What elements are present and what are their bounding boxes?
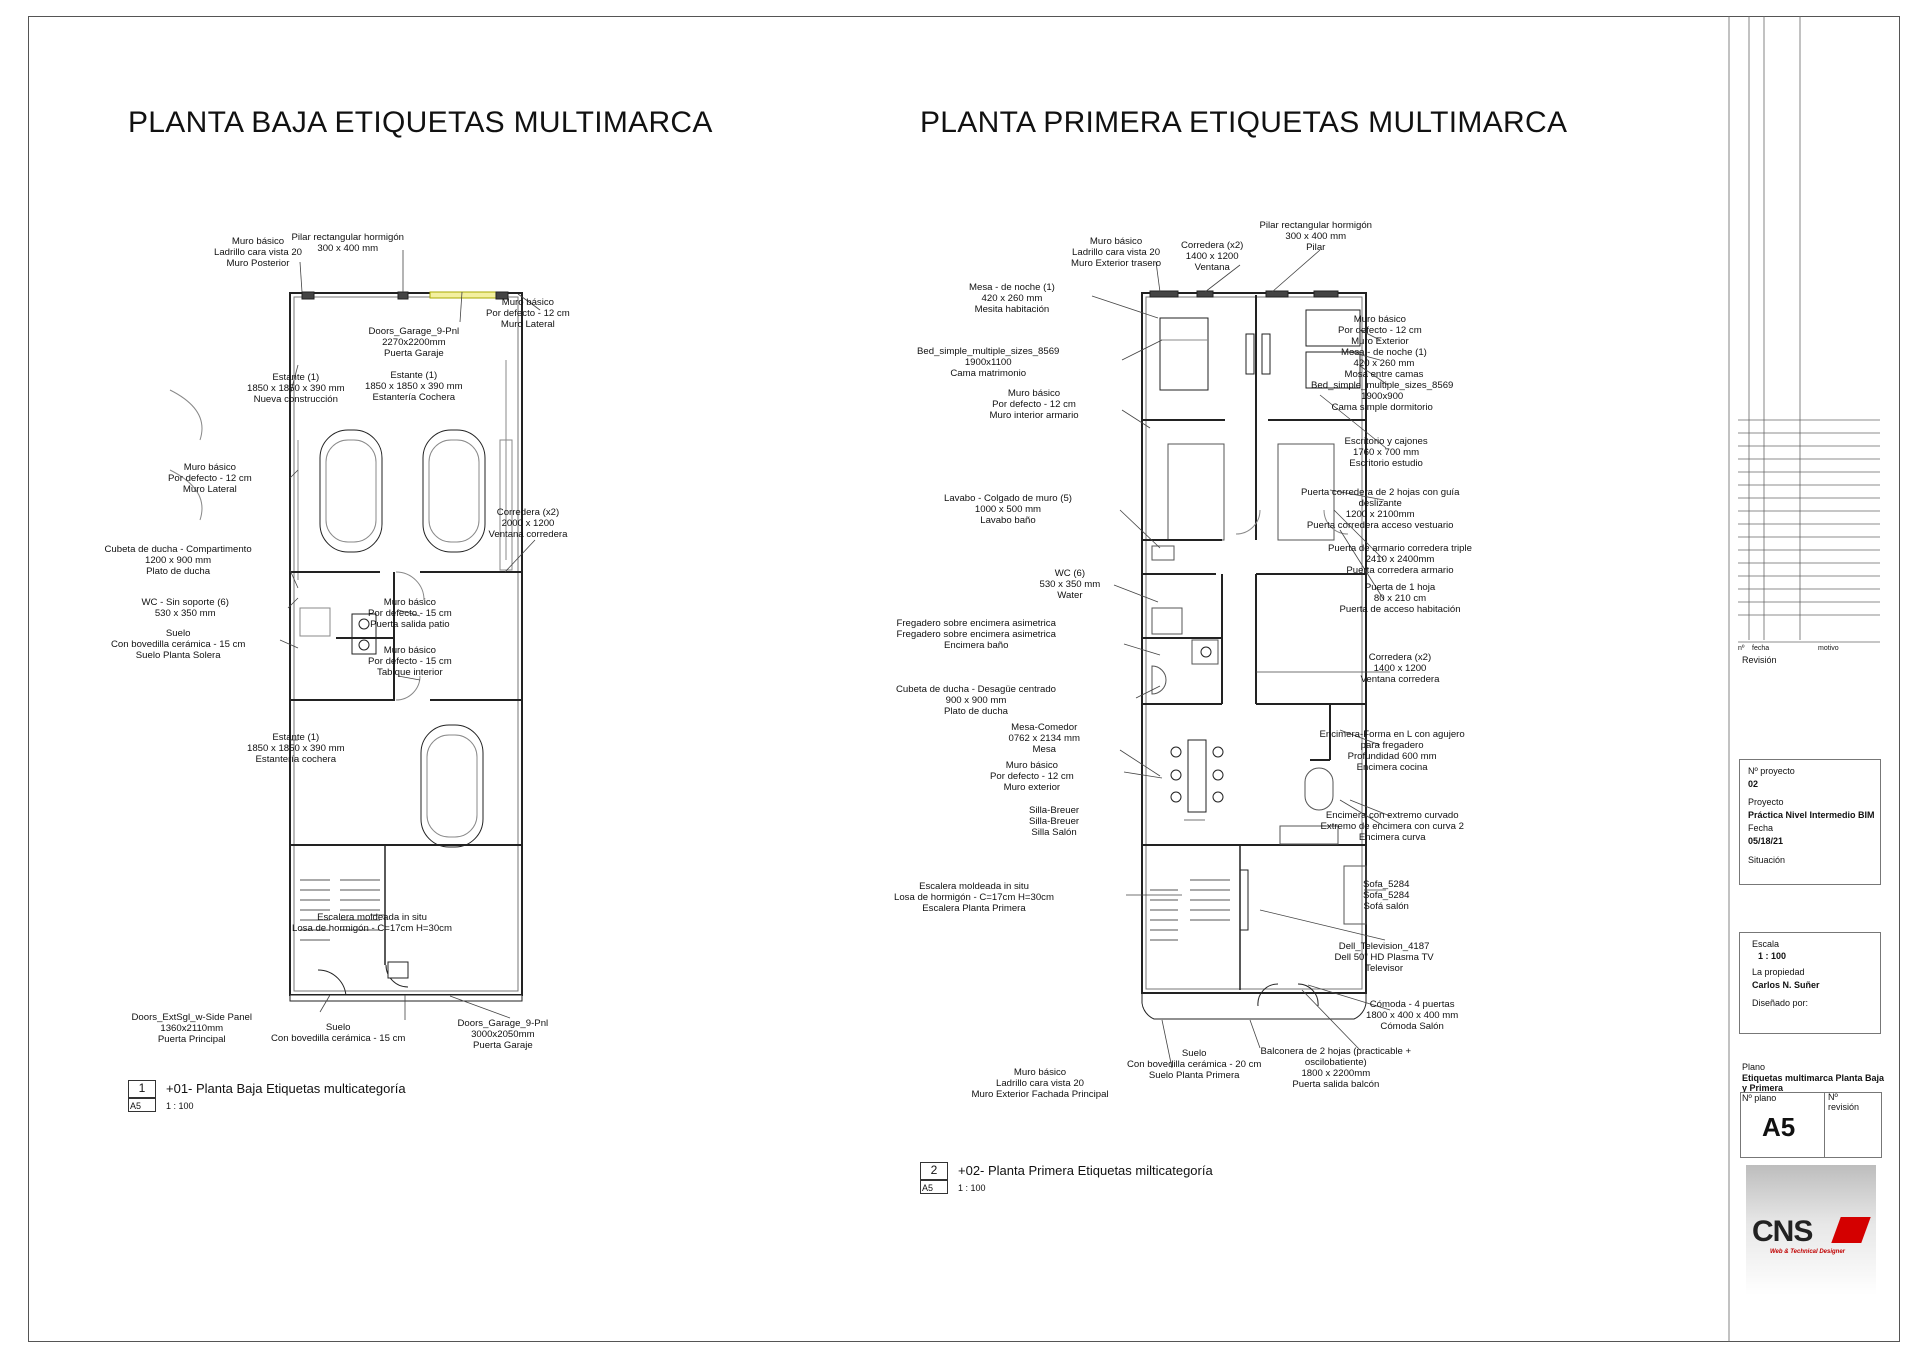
view-scale-1: 1 : 100 bbox=[166, 1101, 194, 1111]
owner-value: Carlos N. Suñer bbox=[1752, 980, 1820, 990]
label-silla-salon: Silla-Breuer Silla-Breuer Silla Salón bbox=[1029, 805, 1080, 838]
label-mesita-habitacion: Mesa - de noche (1) 420 x 260 mm Mesita … bbox=[969, 282, 1055, 315]
label-puerta-garaje-top: Doors_Garage_9-Pnl 2270x2200mm Puerta Ga… bbox=[368, 326, 460, 359]
label-estante-nueva: Estante (1) 1850 x 1850 x 390 mm Nueva c… bbox=[247, 372, 345, 405]
view-number-1: 1 bbox=[128, 1080, 156, 1098]
view-scale-2: 1 : 100 bbox=[958, 1183, 986, 1193]
plan-number-box bbox=[1740, 1092, 1882, 1158]
label-suelo-planta-primera: Suelo Con bovedilla cerámica - 20 cm Sue… bbox=[1127, 1048, 1262, 1081]
label-muro-exterior-comedor: Muro básico Por defecto - 12 cm Muro ext… bbox=[990, 760, 1074, 793]
revision-no-label: Nº revisión bbox=[1828, 1092, 1860, 1112]
label-sofa-salon: Sofa_5284 Sofa_5284 Sofá salón bbox=[1363, 879, 1410, 912]
label-cama-matrimonio: Bed_simple_multiple_sizes_8569 1900x1100… bbox=[917, 346, 1060, 379]
label-muro-posterior: Muro básico Ladrillo cara vista 20 Muro … bbox=[214, 236, 302, 269]
label-corredera-ventana: Corredera (x2) 2000 x 1200 Ventana corre… bbox=[488, 507, 568, 540]
label-wc-sin-soporte: WC - Sin soporte (6) 530 x 350 mm bbox=[141, 597, 229, 619]
label-ventana-corredera: Corredera (x2) 1400 x 1200 Ventana corre… bbox=[1360, 652, 1440, 685]
plan-label: Plano bbox=[1742, 1062, 1766, 1072]
label-puerta-vestuario: Puerta corredera de 2 hojas con guía des… bbox=[1301, 487, 1460, 531]
revision-label: Revisión bbox=[1742, 655, 1777, 665]
title-block-lines bbox=[1728, 16, 1880, 1342]
label-plato-ducha: Cubeta de ducha - Desagüe centrado 900 x… bbox=[896, 684, 1057, 717]
title-ground-floor: PLANTA BAJA ETIQUETAS MULTIMARCA bbox=[128, 106, 713, 139]
label-suelo-solera: Suelo Con bovedilla cerámica - 15 cm Sue… bbox=[111, 628, 246, 661]
project-name: Práctica Nivel Intermedio BIM bbox=[1748, 810, 1875, 820]
project-no-label: Nº proyecto bbox=[1748, 766, 1795, 776]
label-estanteria-cochera: Estante (1) 1850 x 1850 x 390 mm Estante… bbox=[247, 732, 345, 765]
label-puerta-patio: Muro básico Por defecto - 15 cm Puerta s… bbox=[368, 597, 452, 630]
logo-text: CNS bbox=[1752, 1215, 1813, 1248]
label-suelo-planta-baja: Suelo Con bovedilla cerámica - 15 cm bbox=[271, 1022, 406, 1044]
sheet-number: A5 bbox=[1762, 1112, 1796, 1142]
drawing-sheet-border bbox=[28, 16, 1900, 1342]
label-ducha-compartimento: Cubeta de ducha - Compartimento 1200 x 9… bbox=[104, 544, 252, 577]
view-sheet-box-1 bbox=[128, 1098, 156, 1112]
label-puerta-habitacion: Puerta de 1 hoja 80 x 210 cm Puerta de a… bbox=[1339, 582, 1461, 615]
label-televisor: Dell_Television_4187 Dell 50" HD Plasma … bbox=[1334, 941, 1434, 974]
label-escalera-primera: Escalera moldeada in situ Losa de hormig… bbox=[894, 881, 1054, 914]
plan-no-label: Nº plano bbox=[1742, 1093, 1777, 1103]
view-number-2: 2 bbox=[920, 1162, 948, 1180]
date-label: Fecha bbox=[1748, 823, 1774, 833]
revision-col-reason: motivo bbox=[1818, 645, 1839, 652]
label-muro-interior-armario: Muro básico Por defecto - 12 cm Muro int… bbox=[989, 388, 1079, 421]
label-escalera: Escalera moldeada in situ Losa de hormig… bbox=[292, 912, 452, 934]
revision-col-date: fecha bbox=[1752, 645, 1770, 652]
view-title-1: +01- Planta Baja Etiquetas multicategorí… bbox=[166, 1081, 406, 1096]
view-sheet-box-2 bbox=[920, 1180, 948, 1194]
scale-label: Escala bbox=[1752, 939, 1780, 949]
revision-col-no: nº bbox=[1738, 645, 1745, 652]
scale-owner-box bbox=[1739, 932, 1881, 1034]
logo-subtitle: Web & Technical Designer bbox=[1770, 1249, 1846, 1255]
label-lavabo: Lavabo - Colgado de muro (5) 1000 x 500 … bbox=[944, 493, 1072, 526]
label-comoda-salon: Cómoda - 4 puertas 1800 x 400 x 400 mm C… bbox=[1366, 999, 1459, 1032]
label-muro-lateral-left: Muro básico Por defecto - 12 cm Muro Lat… bbox=[168, 462, 252, 495]
first-floor-plan bbox=[1141, 290, 1367, 1020]
date-value: 05/18/21 bbox=[1748, 836, 1784, 846]
owner-label: La propiedad bbox=[1752, 967, 1805, 977]
plan-name: Etiquetas multimarca Planta Baja y Prime… bbox=[1742, 1073, 1885, 1093]
label-puerta-balcon: Balconera de 2 hojas (practicable + osci… bbox=[1260, 1046, 1412, 1090]
label-puerta-armario: Puerta de armario corredera triple 2410 … bbox=[1328, 543, 1472, 576]
project-label: Proyecto bbox=[1748, 797, 1784, 807]
company-logo: CNS Web & Technical Designer bbox=[1746, 1165, 1876, 1295]
view-title-2: +02- Planta Primera Etiquetas milticateg… bbox=[958, 1163, 1213, 1178]
label-pilar: Pilar rectangular hormigón 300 x 400 mm bbox=[291, 232, 405, 254]
label-encimera-bano: Fregadero sobre encimera asimetrica Freg… bbox=[896, 618, 1056, 651]
label-corredera-ventana-top: Corredera (x2) 1400 x 1200 Ventana bbox=[1181, 240, 1244, 273]
label-tabique-interior: Muro básico Por defecto - 15 cm Tabique … bbox=[368, 645, 452, 678]
scale-value: 1 : 100 bbox=[1758, 951, 1787, 961]
label-cama-simple: Bed_simple_multiple_sizes_8569 1900x900 … bbox=[1311, 380, 1454, 413]
label-puerta-principal: Doors_ExtSgl_w-Side Panel 1360x2110mm Pu… bbox=[131, 1012, 253, 1045]
label-muro-lateral-right: Muro básico Por defecto - 12 cm Muro Lat… bbox=[486, 297, 570, 330]
label-muro-fachada-principal: Muro básico Ladrillo cara vista 20 Muro … bbox=[971, 1067, 1109, 1100]
situation-label: Situación bbox=[1748, 855, 1786, 865]
label-escritorio: Escritorio y cajones 1760 x 700 mm Escri… bbox=[1344, 436, 1428, 469]
plan-number-divider bbox=[1824, 1092, 1825, 1158]
logo-mark-icon bbox=[1831, 1217, 1871, 1243]
label-muro-exterior: Muro básico Por defecto - 12 cm Muro Ext… bbox=[1338, 314, 1422, 347]
title-first-floor: PLANTA PRIMERA ETIQUETAS MULTIMARCA bbox=[920, 106, 1568, 139]
project-no: 02 bbox=[1748, 779, 1759, 789]
label-encimera-curva: Encimera con extremo curvado Extremo de … bbox=[1320, 810, 1464, 843]
label-muro-exterior-trasero: Muro básico Ladrillo cara vista 20 Muro … bbox=[1071, 236, 1162, 269]
view-sheet-1: A5 bbox=[130, 1101, 142, 1111]
label-encimera-cocina: Encimera-Forma en L con agujero para fre… bbox=[1319, 729, 1465, 773]
label-pilar-first: Pilar rectangular hormigón 300 x 400 mm … bbox=[1259, 220, 1373, 253]
label-mesa-entre-camas: Mesa - de noche (1) 420 x 260 mm Mosa en… bbox=[1341, 347, 1427, 380]
label-mesa-comedor: Mesa-Comedor 0762 x 2134 mm Mesa bbox=[1008, 722, 1080, 755]
label-estante-cochera: Estante (1) 1850 x 1850 x 390 mm Estante… bbox=[365, 370, 463, 403]
view-sheet-2: A5 bbox=[922, 1183, 934, 1193]
label-puerta-garaje-bottom: Doors_Garage_9-Pnl 3000x2050mm Puerta Ga… bbox=[457, 1018, 549, 1051]
designer-label: Diseñado por: bbox=[1752, 998, 1809, 1008]
label-wc-water: WC (6) 530 x 350 mm Water bbox=[1039, 568, 1101, 601]
project-info-box bbox=[1739, 759, 1881, 885]
